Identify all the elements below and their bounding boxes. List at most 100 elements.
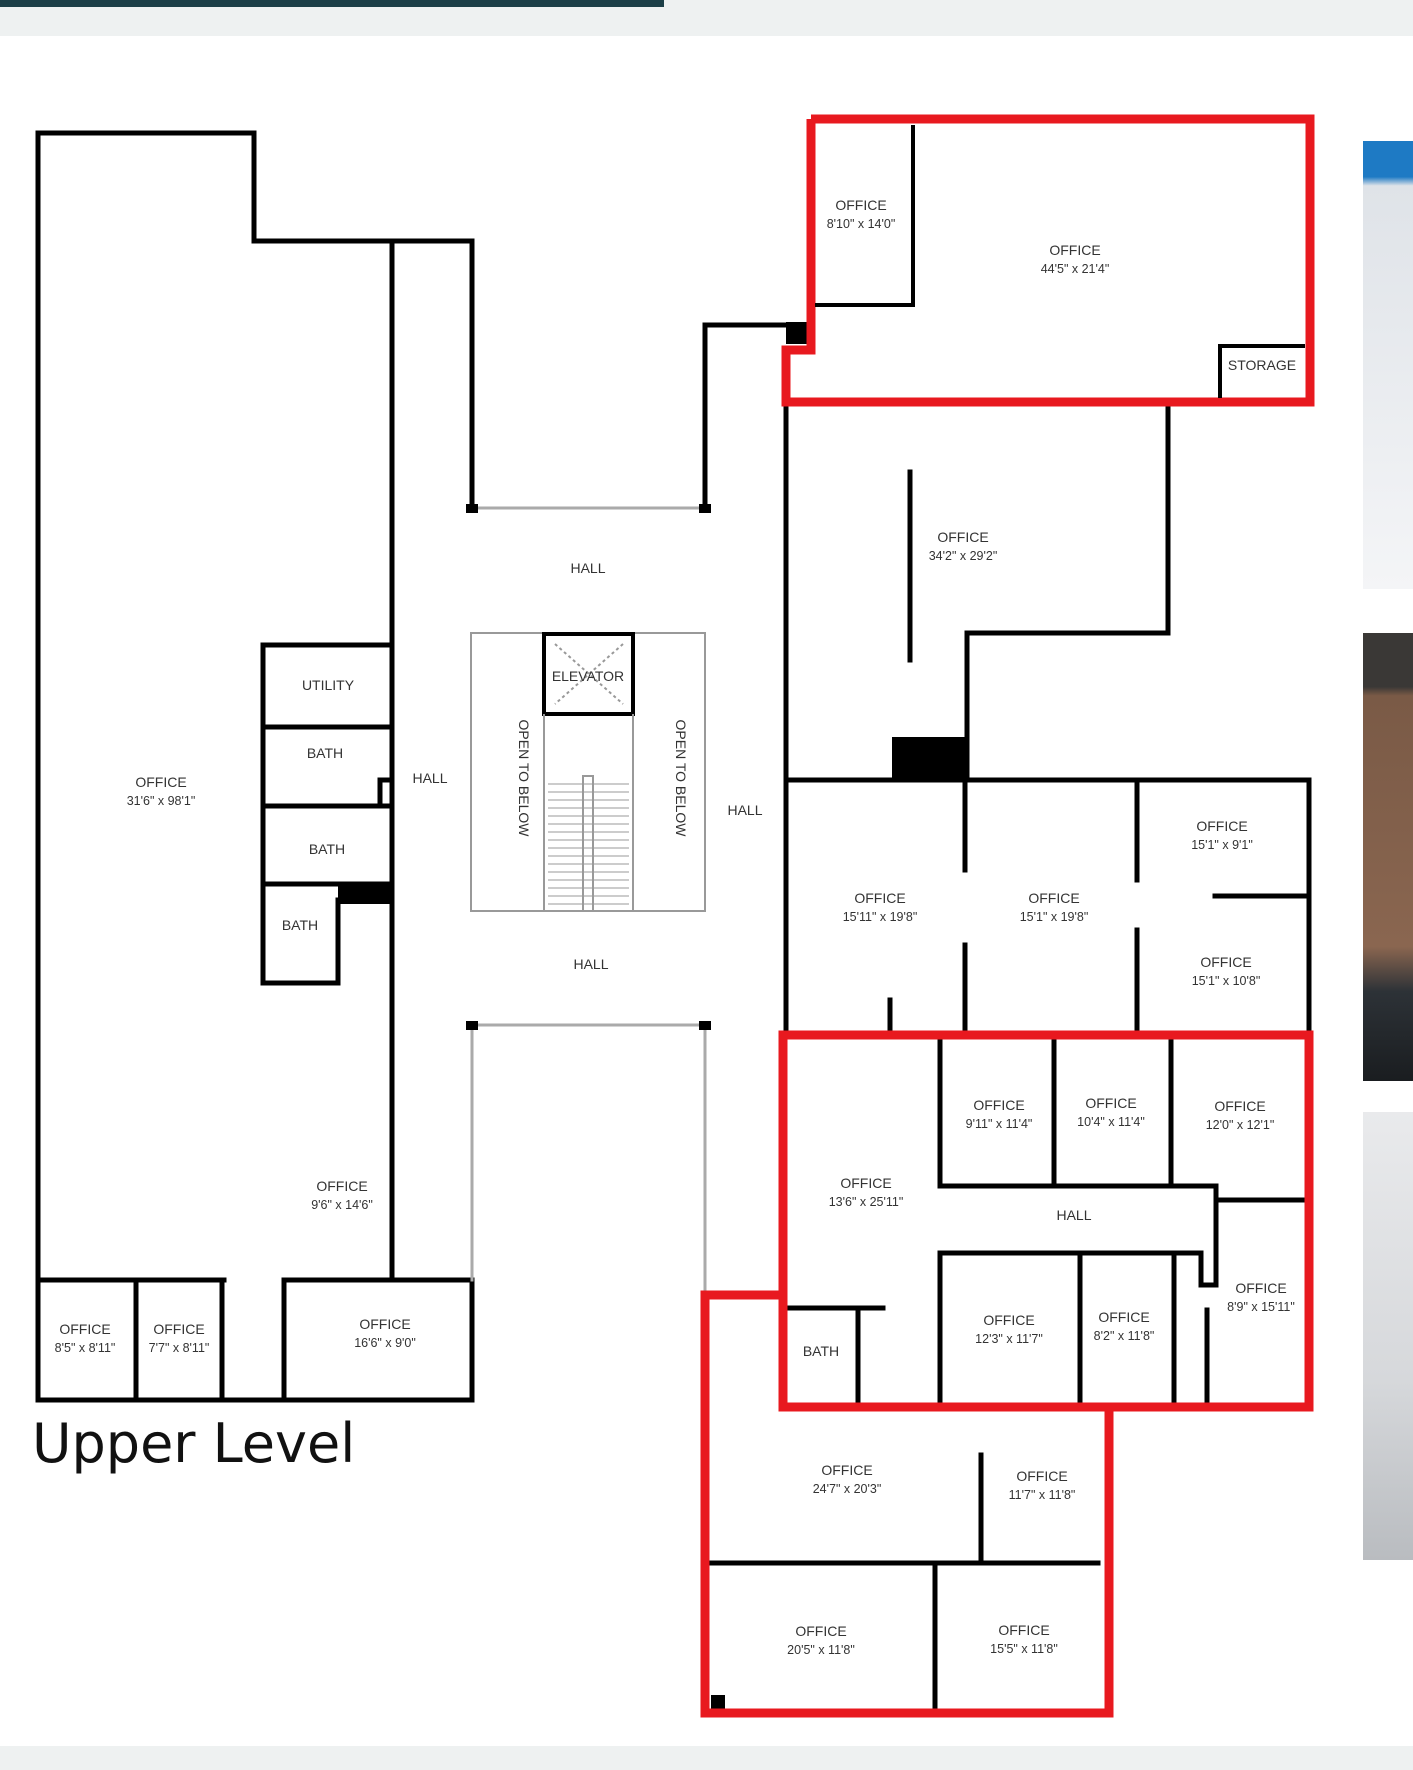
room-office-15-1a: OFFICE 15'1" x 19'8" (1020, 890, 1089, 924)
room-name: OFFICE (1214, 1098, 1265, 1114)
room-name: STORAGE (1228, 357, 1296, 373)
room-name: OFFICE (998, 1622, 1049, 1638)
room-bath-3: BATH (282, 917, 318, 933)
room-office-main-left: OFFICE 31'6" x 98'1" (127, 774, 196, 808)
room-hall-suite: HALL (1056, 1207, 1091, 1223)
wall-office-34 (964, 402, 1171, 783)
room-name: BATH (309, 841, 345, 857)
column (338, 884, 392, 904)
room-name: ELEVATOR (552, 668, 624, 684)
wall-utility (260, 642, 395, 730)
room-elevator: ELEVATOR (552, 668, 624, 684)
room-name: OFFICE (1235, 1280, 1286, 1296)
room-name: HALL (573, 956, 608, 972)
room-dimensions: 11'7" x 11'8" (1009, 1488, 1076, 1502)
room-name: OFFICE (59, 1321, 110, 1337)
room-dimensions: 8'5" x 8'11" (55, 1341, 116, 1355)
room-name: OFFICE (983, 1312, 1034, 1328)
room-name: OPEN TO BELOW (673, 720, 689, 838)
highlight-suite-1 (781, 114, 1315, 407)
column (892, 737, 967, 780)
stair-treads (548, 783, 629, 905)
room-office-12-0: OFFICE 12'0" x 12'1" (1206, 1098, 1275, 1132)
room-office-8-5: OFFICE 8'5" x 8'11" (55, 1321, 116, 1355)
room-office-15-1b: OFFICE 15'1" x 9'1" (1191, 818, 1253, 852)
room-dimensions: 12'0" x 12'1" (1206, 1118, 1275, 1132)
room-dimensions: 7'7" x 8'11" (149, 1341, 210, 1355)
highlight-outlines (700, 114, 1315, 1718)
room-name: OFFICE (1196, 818, 1247, 834)
room-open-left: OPEN TO BELOW (516, 720, 532, 838)
room-name: OFFICE (835, 197, 886, 213)
column (466, 504, 478, 513)
room-name: OFFICE (854, 890, 905, 906)
room-bath-1: BATH (307, 745, 343, 761)
wall-bath2 (260, 803, 395, 887)
room-hall-right: HALL (727, 802, 762, 818)
room-dimensions: 8'9" x 15'11" (1227, 1300, 1295, 1314)
room-name: BATH (803, 1343, 839, 1359)
room-storage: STORAGE (1228, 357, 1296, 373)
highlight-suite-2 (778, 1030, 1314, 1412)
room-office-20-5: OFFICE 20'5" x 11'8" (787, 1623, 855, 1657)
room-bath-suite: BATH (803, 1343, 839, 1359)
room-name: OFFICE (795, 1623, 846, 1639)
room-dimensions: 15'1" x 9'1" (1191, 838, 1253, 852)
fixtures (338, 322, 967, 1709)
highlight-suite-3 (700, 1290, 1114, 1718)
room-name: OFFICE (153, 1321, 204, 1337)
room-dimensions: 31'6" x 98'1" (127, 794, 196, 808)
room-name: OFFICE (840, 1175, 891, 1191)
room-name: UTILITY (302, 677, 355, 693)
wall-storage (1218, 344, 1305, 398)
room-dimensions: 12'3" x 11'7" (975, 1332, 1043, 1346)
room-office-11-7: OFFICE 11'7" x 11'8" (1009, 1468, 1076, 1502)
room-name: OFFICE (973, 1097, 1024, 1113)
stairwell (470, 632, 706, 912)
room-dimensions: 15'1" x 10'8" (1192, 974, 1261, 988)
room-name: OFFICE (1028, 890, 1079, 906)
room-dimensions: 9'6" x 14'6" (311, 1198, 373, 1212)
room-dimensions: 9'11" x 11'4" (966, 1117, 1033, 1131)
room-dimensions: 34'2" x 29'2" (929, 549, 998, 563)
room-dimensions: 15'11" x 19'8" (843, 910, 918, 924)
room-utility: UTILITY (302, 677, 355, 693)
photo-white-room[interactable] (1363, 1112, 1413, 1560)
room-dimensions: 15'1" x 19'8" (1020, 910, 1089, 924)
floor-title: Upper Level (32, 1412, 355, 1475)
room-bath-2: BATH (309, 841, 345, 857)
room-name: OFFICE (937, 529, 988, 545)
room-office-44-5: OFFICE 44'5" x 21'4" (1041, 242, 1110, 276)
room-dimensions: 15'5" x 11'8" (990, 1642, 1058, 1656)
column (699, 504, 711, 513)
room-open-right: OPEN TO BELOW (673, 720, 689, 838)
header-bar (0, 0, 664, 7)
wall-office-8-10 (815, 125, 915, 307)
room-dimensions: 16'6" x 9'0" (354, 1336, 416, 1350)
room-office-15-11: OFFICE 15'11" x 19'8" (843, 890, 918, 924)
room-dimensions: 10'4" x 11'4" (1077, 1115, 1145, 1129)
room-dimensions: 44'5" x 21'4" (1041, 262, 1110, 276)
room-dimensions: 20'5" x 11'8" (787, 1643, 855, 1657)
room-office-8-9: OFFICE 8'9" x 15'11" (1227, 1280, 1295, 1314)
room-name: OFFICE (316, 1178, 367, 1194)
elevator-shaft (542, 632, 635, 716)
suite1-inner-walls (815, 125, 1305, 398)
column (466, 1021, 478, 1030)
walls (35, 130, 1312, 1716)
room-name: BATH (307, 745, 343, 761)
room-dimensions: 13'6" x 25'11" (829, 1195, 904, 1209)
photo-brick-interior[interactable] (1363, 633, 1413, 1081)
room-hall-left: HALL (412, 770, 447, 786)
room-office-15-5: OFFICE 15'5" x 11'8" (990, 1622, 1058, 1656)
column (711, 1695, 725, 1709)
footer-band (0, 1746, 1413, 1770)
room-name: OFFICE (1049, 242, 1100, 258)
room-name: OFFICE (1016, 1468, 1067, 1484)
photo-exterior-white[interactable] (1363, 141, 1413, 589)
room-name: OFFICE (135, 774, 186, 790)
wall-suite2-offices (937, 1037, 1312, 1203)
room-name: OFFICE (1098, 1309, 1149, 1325)
